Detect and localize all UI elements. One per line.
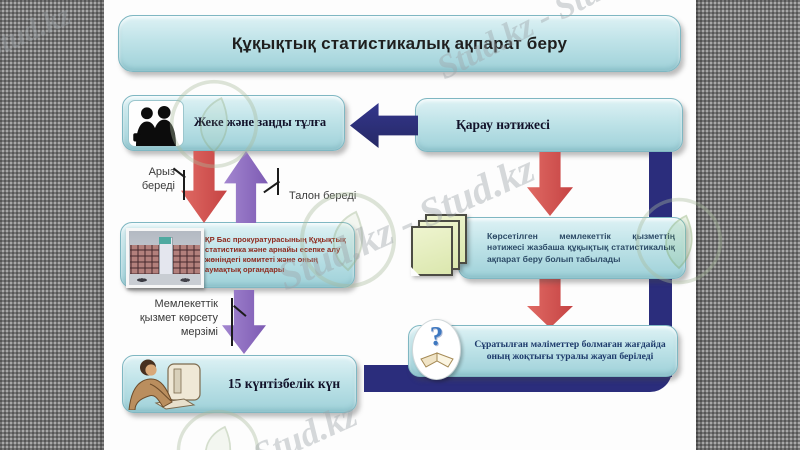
paper-stack-icon [411,214,467,280]
node-term-days-label: 15 күнтізбелік күн [227,376,341,391]
callout-line [231,298,233,346]
diagram-title-box: Құқықтық статистикалық ақпарат беру [118,15,681,72]
node-committee-label: ҚР Бас прокуратурасының Құқықтық статист… [205,235,346,274]
person-at-computer-icon [126,358,208,411]
node-applicant-label: Жеке және заңды тұлға [193,115,327,130]
node-service-result-label: Көрсетілген мемлекеттік қызметтің нәтиже… [487,230,675,264]
building-roof-band [158,237,172,244]
open-book-svg [419,352,454,368]
diagram-title: Құқықтық статистикалық ақпарат беру [231,33,568,53]
callout-line [183,170,185,200]
watermark-text: Stud.kz [0,0,76,66]
question-mark-glyph: ? [429,321,444,351]
question-mark-book-icon: ? [412,319,461,380]
paper-sheet [411,226,453,276]
node-review-result-label: Қарау нәтижесі [456,117,550,132]
two-people-silhouette-svg [133,106,176,146]
person-at-computer-svg [128,359,201,411]
edge-label-submits-application: Арыз береді [141,166,175,192]
building-ground [129,274,201,285]
node-no-data-reply-label: Сұратылған мәліметтер болмаған жағдайда … [474,338,666,362]
two-people-silhouette-icon [128,100,184,147]
node-service-result: Көрсетілген мемлекеттік қызметтің нәтиже… [458,217,686,279]
node-review-result: Қарау нәтижесі [415,98,683,152]
building-photo [126,228,204,288]
edge-label-gives-coupon: Талон береді [289,190,357,202]
edge-label-service-term: Мемлекеттік қызмет көрсету мерзімі [139,298,218,338]
